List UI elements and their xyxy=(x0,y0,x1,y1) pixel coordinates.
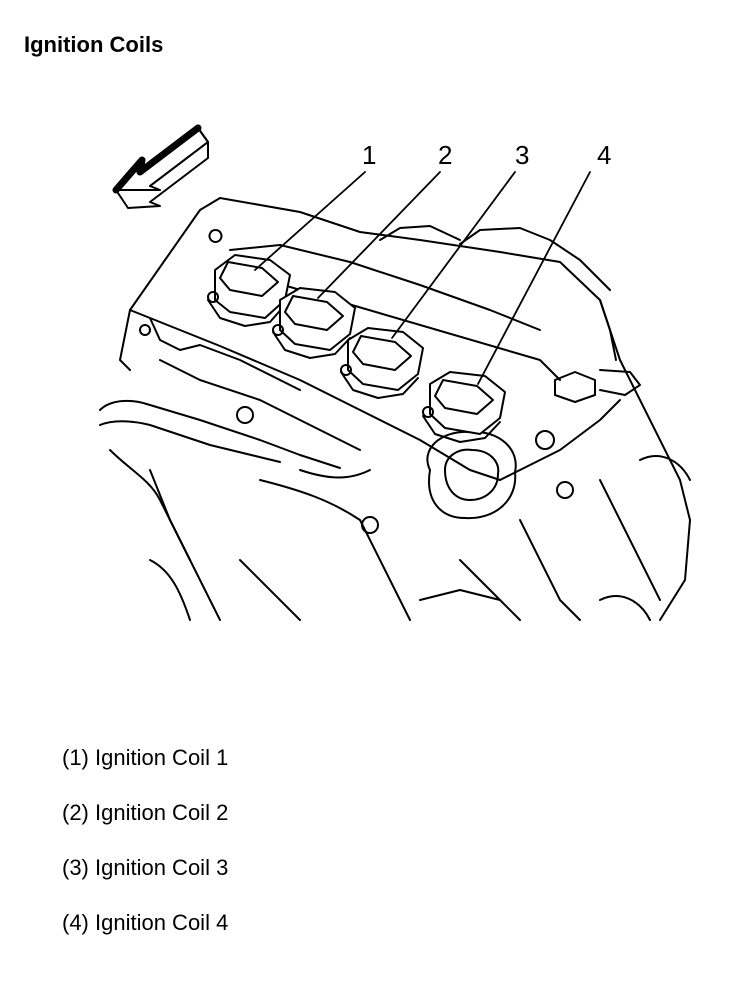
engine-diagram: 1 2 3 4 xyxy=(99,124,691,621)
ignition-coil-4 xyxy=(422,371,506,443)
legend-item-1: (1) Ignition Coil 1 xyxy=(62,745,229,770)
direction-arrow-icon xyxy=(112,124,209,209)
ignition-coil-3 xyxy=(340,327,424,399)
callout-3: 3 xyxy=(515,140,529,170)
callout-1: 1 xyxy=(362,140,376,170)
leader-lines xyxy=(254,171,591,385)
callout-4: 4 xyxy=(597,140,611,170)
page-title: Ignition Coils xyxy=(24,32,164,57)
engine-outline xyxy=(99,197,691,621)
legend-list: (1) Ignition Coil 1 (2) Ignition Coil 2 … xyxy=(62,742,228,962)
ignition-coil-2 xyxy=(272,287,356,359)
oil-filler-cap xyxy=(426,430,517,520)
legend-item-2: (2) Ignition Coil 2 xyxy=(62,800,229,825)
legend-item-3: (3) Ignition Coil 3 xyxy=(62,855,229,880)
ignition-coil-1 xyxy=(207,254,291,327)
callout-2: 2 xyxy=(438,140,452,170)
legend-item-4: (4) Ignition Coil 4 xyxy=(62,910,229,935)
